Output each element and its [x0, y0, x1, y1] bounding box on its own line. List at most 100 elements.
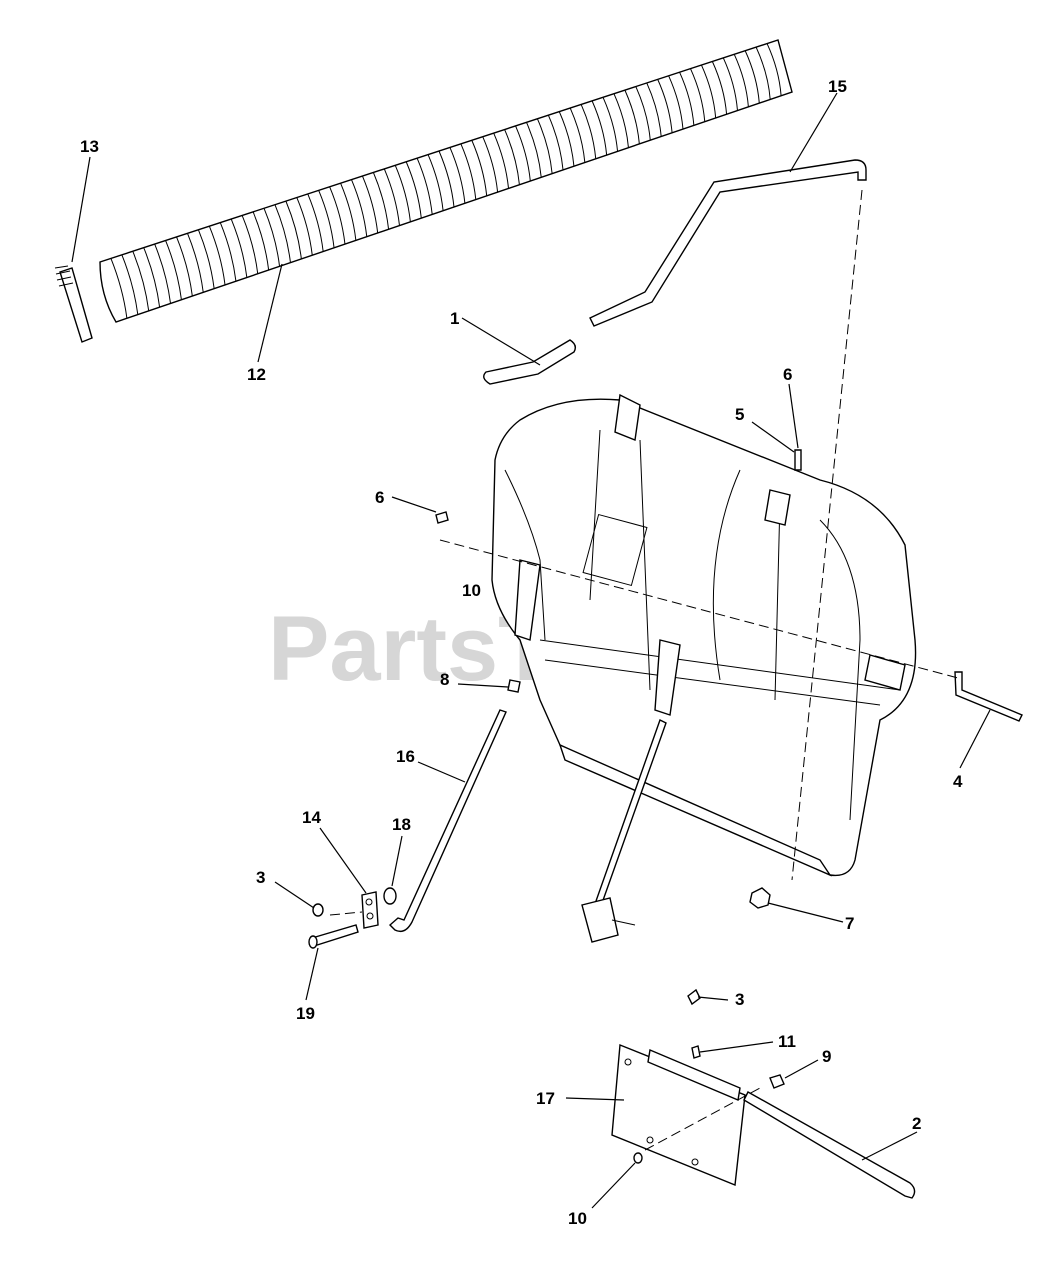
hose-rib — [285, 200, 302, 259]
callout-16: 16 — [396, 747, 415, 766]
hose-rib — [558, 111, 575, 167]
assembly-line-c — [644, 1087, 761, 1151]
hose-rib — [526, 122, 542, 178]
sleeve-part-8 — [507, 679, 521, 693]
hose-rib — [296, 197, 313, 256]
bolt-part-6-upper — [794, 449, 802, 471]
hose-rib — [744, 50, 760, 104]
hose-rib — [690, 68, 706, 122]
hose-rib — [416, 157, 433, 215]
assembly-line-a — [791, 189, 863, 881]
callout-14: 14 — [302, 808, 321, 827]
callout-2: 2 — [912, 1114, 921, 1133]
callout-3-left: 3 — [256, 868, 265, 887]
hose-rib — [493, 132, 510, 189]
hose-rib — [132, 251, 150, 311]
clip-part-3-left — [312, 903, 324, 917]
hose-rib — [504, 129, 520, 185]
hose-rib — [438, 150, 455, 208]
callout-10-upper: 10 — [462, 581, 481, 600]
rod-part-2 — [743, 1091, 916, 1199]
bolt-part-19 — [308, 924, 359, 949]
hose-rib — [733, 54, 749, 107]
callout-8: 8 — [440, 670, 449, 689]
hose-rib — [700, 64, 717, 119]
callout-15: 15 — [828, 77, 847, 96]
leader-lines — [71, 92, 991, 1209]
hose-part-12 — [99, 39, 793, 323]
hose-rib — [340, 183, 357, 241]
hose-rib — [766, 43, 782, 96]
nut-part-9 — [769, 1074, 785, 1089]
hose-rib — [602, 97, 619, 152]
hose-rib — [121, 254, 139, 315]
hose-rib — [547, 114, 564, 170]
hose-rib — [482, 136, 499, 193]
hose-rib — [679, 72, 695, 126]
hose-rib — [219, 222, 237, 282]
lift-handle-part-16 — [388, 709, 507, 933]
hose-clamp-part-13 — [54, 265, 93, 343]
hose-rib — [351, 179, 368, 237]
hose-rib — [449, 147, 466, 204]
hose-rib — [197, 229, 215, 289]
clip-part-3-right — [687, 988, 701, 1006]
hose-rib — [165, 240, 182, 300]
hose-rib — [187, 233, 204, 293]
hose-rib — [274, 204, 291, 263]
callout-1: 1 — [450, 309, 459, 328]
hose-rib — [755, 46, 771, 100]
washer-part-10-lower — [633, 1152, 643, 1164]
hose-rib — [711, 61, 728, 115]
pin-part-11 — [691, 1045, 701, 1059]
bolt-part-6-left — [435, 511, 449, 524]
hose-rib — [591, 100, 608, 156]
support-rod — [581, 719, 667, 943]
hose-rib — [427, 154, 444, 211]
hose-rib — [646, 82, 662, 137]
hose-rib — [307, 193, 324, 252]
nut-part-7 — [749, 887, 771, 909]
hose-rib — [383, 168, 400, 226]
hose-rib — [635, 86, 651, 141]
mount-plate-part-17 — [611, 1044, 746, 1186]
callout-10-lower: 10 — [568, 1209, 587, 1228]
bushing-part-18 — [383, 887, 397, 905]
hose-rib — [657, 79, 673, 133]
hose-rib — [208, 226, 226, 285]
hose-rib — [580, 104, 597, 159]
callout-6-left: 6 — [375, 488, 384, 507]
callout-19: 19 — [296, 1004, 315, 1023]
callout-18: 18 — [392, 815, 411, 834]
lift-rod-part-15 — [589, 159, 867, 327]
hose-rib — [154, 243, 172, 304]
bracket-part-14 — [361, 891, 379, 929]
hose-rib — [471, 140, 488, 196]
hose-rib — [110, 258, 128, 319]
hose-rib — [230, 218, 248, 278]
hose-rib — [318, 190, 335, 248]
callout-4: 4 — [953, 772, 963, 791]
hose-rib — [613, 93, 629, 148]
hose-rib — [263, 208, 281, 267]
callout-9: 9 — [822, 1047, 831, 1066]
hose-rib — [176, 236, 193, 297]
assembly-line-d — [329, 911, 363, 916]
hose-rib — [569, 107, 586, 163]
hose-rib — [361, 175, 379, 234]
hose-rib — [460, 143, 477, 200]
hose-rib — [536, 118, 553, 174]
hose-rib — [405, 161, 422, 219]
callout-12: 12 — [247, 365, 266, 384]
hose-rib — [252, 211, 270, 271]
grass-bag-body — [491, 393, 917, 877]
callout-7: 7 — [845, 914, 854, 933]
hose-rib — [372, 172, 390, 230]
callout-17: 17 — [536, 1089, 555, 1108]
callout-3-right: 3 — [735, 990, 744, 1009]
hose-rib — [624, 89, 640, 144]
hose-rib — [241, 215, 259, 274]
callout-13: 13 — [80, 137, 99, 156]
pin-part-4 — [954, 671, 1023, 722]
